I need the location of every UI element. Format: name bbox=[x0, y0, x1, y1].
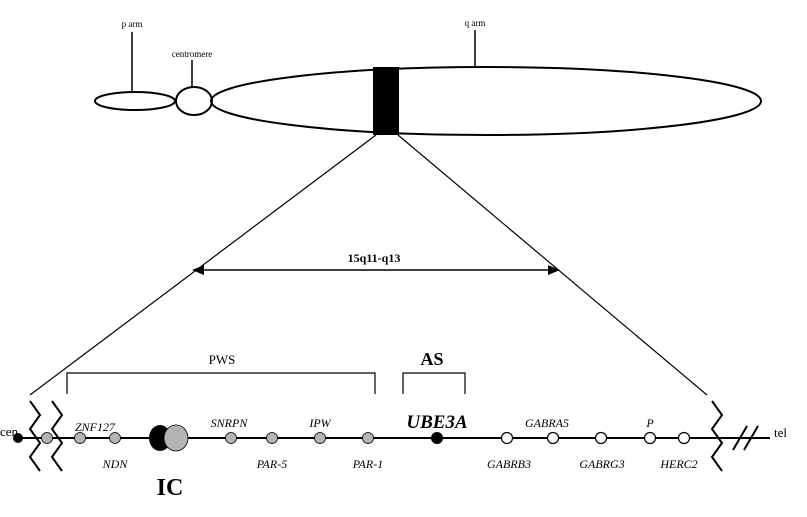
zoom-line-left bbox=[29, 134, 377, 396]
gene-label: PAR-1 bbox=[352, 457, 383, 471]
gene-marker bbox=[74, 432, 86, 444]
gene-marker bbox=[677, 431, 691, 445]
zoom-line-right bbox=[397, 134, 708, 396]
break-slash-1 bbox=[732, 425, 748, 451]
cen-end-marker bbox=[13, 433, 23, 443]
gene-label: P bbox=[645, 416, 654, 430]
gene-label: HERC2 bbox=[659, 457, 697, 471]
gene-marker bbox=[109, 432, 121, 444]
p-arm-label: p arm bbox=[122, 19, 143, 29]
as-bracket bbox=[402, 372, 466, 394]
gene-marker bbox=[314, 432, 326, 444]
gene-marker bbox=[225, 432, 237, 444]
gene-label: PAR-5 bbox=[256, 457, 287, 471]
break-zigzag-left-2 bbox=[50, 400, 64, 472]
chromosome-ideogram bbox=[94, 66, 762, 136]
q-arm-label: q arm bbox=[465, 18, 486, 28]
imprinting-center bbox=[149, 424, 189, 452]
gene-marker bbox=[500, 431, 514, 445]
chromosome-band-15q11-q13 bbox=[373, 67, 399, 135]
gene-label: GABRA5 bbox=[525, 416, 569, 430]
region-arrow-right-head bbox=[548, 265, 560, 275]
ic-paternal-part bbox=[163, 424, 189, 452]
gene-marker bbox=[546, 431, 560, 445]
unlabeled-gene-marker bbox=[41, 432, 53, 444]
gene-markers: ZNF127 NDN SNRPN PAR-5 IPW PAR-1 UBE3A G… bbox=[74, 412, 698, 471]
break-zigzag-left-1 bbox=[28, 400, 42, 472]
gene-marker bbox=[431, 432, 443, 444]
gene-marker bbox=[643, 431, 657, 445]
q-arm bbox=[210, 66, 762, 136]
region-arrow-left-head bbox=[192, 265, 204, 275]
ic-label: IC bbox=[157, 475, 184, 501]
p-arm bbox=[94, 91, 176, 111]
gene-marker bbox=[362, 432, 374, 444]
region-label: 15q11-q13 bbox=[348, 251, 401, 265]
gene-label: ZNF127 bbox=[75, 420, 116, 434]
gene-label: SNRPN bbox=[211, 416, 249, 430]
gene-label: NDN bbox=[102, 457, 129, 471]
gene-label-ube3a: UBE3A bbox=[406, 412, 467, 433]
gene-label: GABRB3 bbox=[487, 457, 531, 471]
cen-label: cen bbox=[0, 424, 18, 439]
gene-label: IPW bbox=[308, 416, 331, 430]
pws-bracket bbox=[66, 372, 376, 394]
break-zigzag-right bbox=[710, 400, 724, 472]
as-label: AS bbox=[420, 349, 443, 369]
pws-label: PWS bbox=[209, 352, 236, 367]
gene-label: GABRG3 bbox=[579, 457, 624, 471]
tel-label: tel bbox=[774, 425, 787, 440]
break-slash-2 bbox=[743, 425, 759, 451]
gene-marker bbox=[266, 432, 278, 444]
centromere-label: centromere bbox=[172, 49, 212, 59]
gene-marker bbox=[594, 431, 608, 445]
centromere bbox=[175, 86, 213, 116]
